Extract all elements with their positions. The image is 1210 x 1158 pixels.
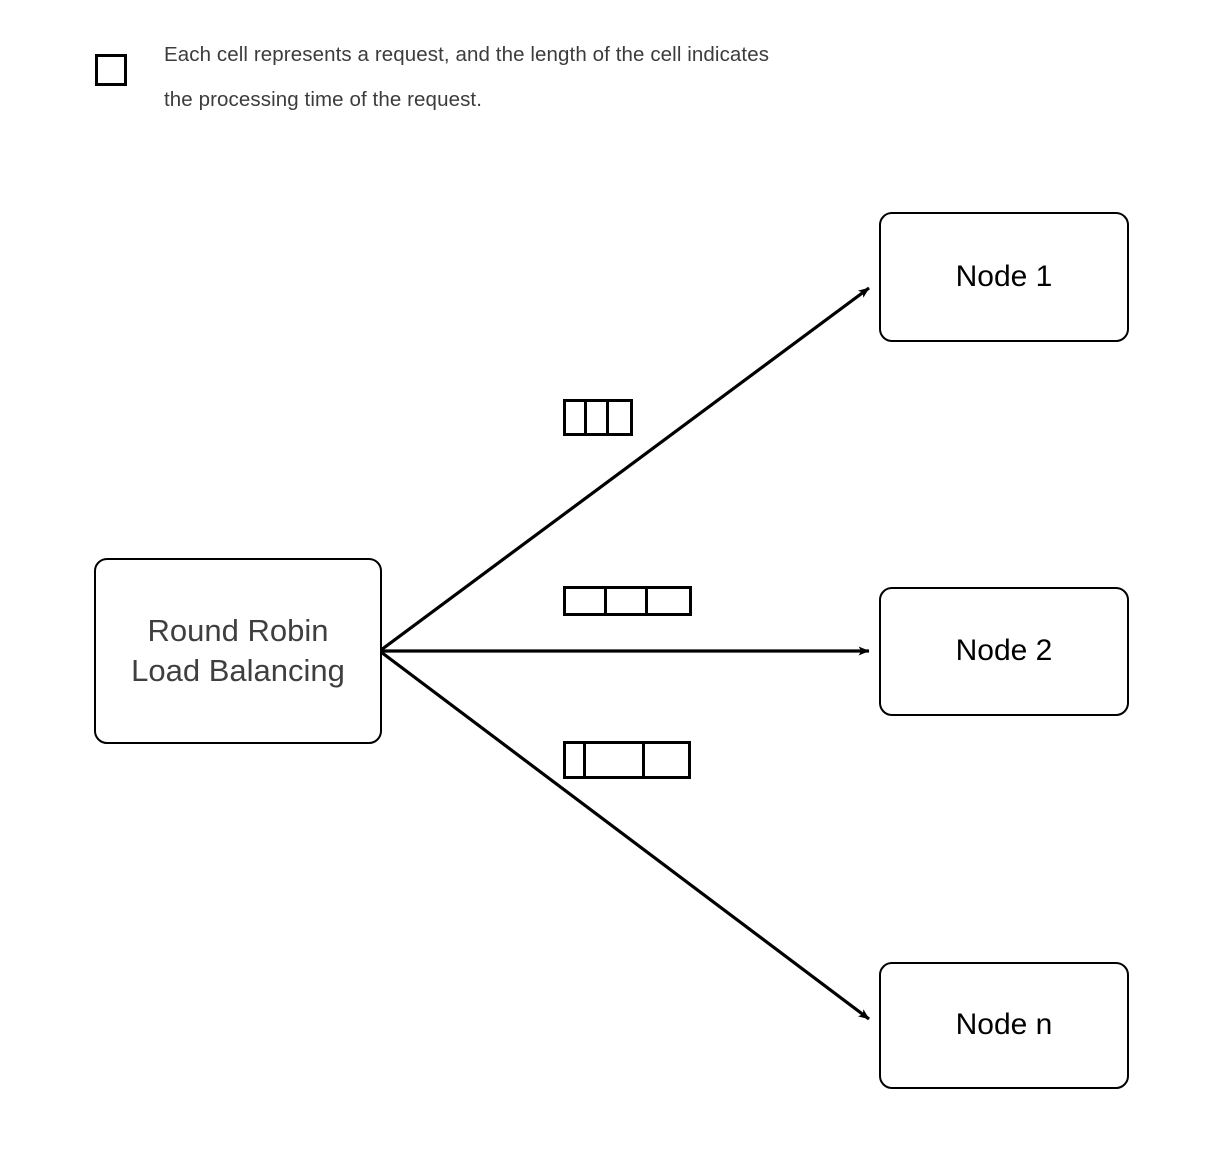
request-queue-node2 <box>563 586 692 616</box>
square-outline-icon <box>95 54 127 86</box>
node-label: Round Robin Load Balancing <box>131 613 345 688</box>
request-cell <box>566 744 587 776</box>
request-cell <box>607 589 648 613</box>
node-node-n[interactable]: Node n <box>879 962 1129 1089</box>
node-label: Node 2 <box>955 634 1053 668</box>
node-node-2[interactable]: Node 2 <box>879 587 1129 716</box>
request-cell <box>586 744 646 776</box>
request-cell <box>608 402 630 433</box>
node-label: Node 1 <box>955 259 1053 293</box>
node-label: Node n <box>955 1008 1053 1042</box>
edge-source-to-noden <box>380 650 870 1021</box>
request-cell <box>566 402 588 433</box>
request-cell <box>648 589 689 613</box>
legend: Each cell represents a request, and the … <box>90 32 950 122</box>
request-cell <box>645 744 688 776</box>
request-cell <box>587 402 609 433</box>
legend-text: Each cell represents a request, and the … <box>164 43 770 111</box>
request-queue-node1 <box>563 399 633 436</box>
request-queue-noden <box>563 741 691 779</box>
node-node-1[interactable]: Node 1 <box>879 212 1129 342</box>
node-round-robin-load-balancing[interactable]: Round Robin Load Balancing <box>94 558 382 744</box>
request-cell <box>566 589 607 613</box>
